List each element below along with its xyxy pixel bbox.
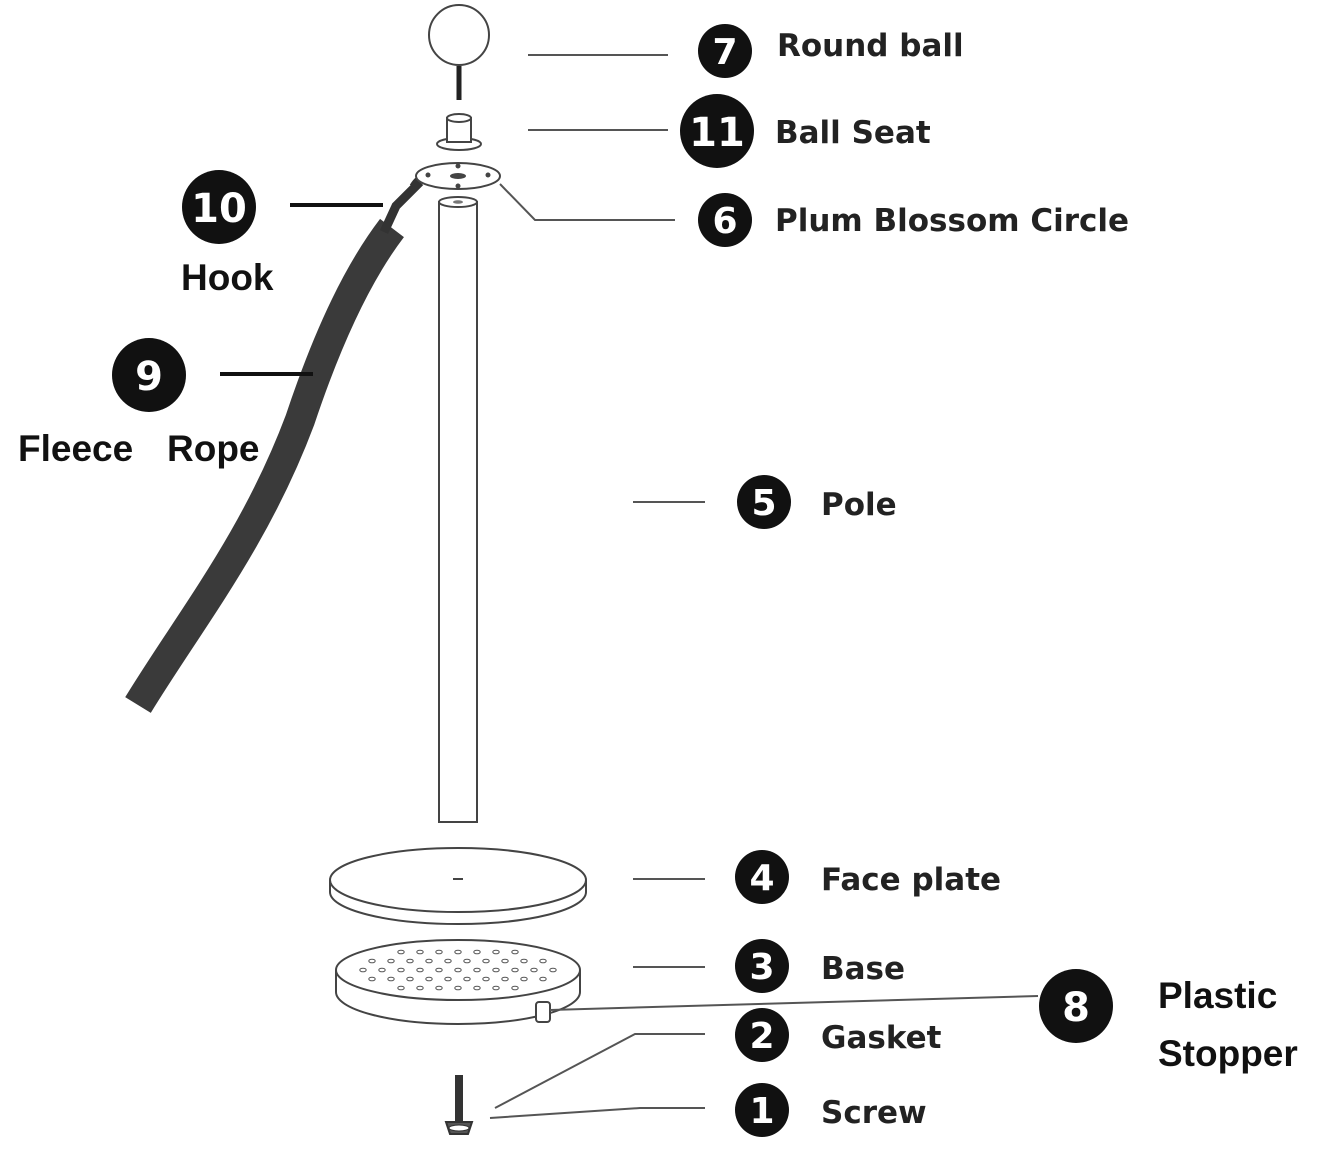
base-hole <box>520 976 528 982</box>
label-stopper: Stopper <box>1158 1033 1298 1074</box>
badge-4-number: 4 <box>749 858 774 899</box>
base-hole <box>530 967 538 973</box>
base-hole <box>482 958 490 964</box>
base-hole <box>435 949 443 955</box>
badge-10-number: 10 <box>191 186 247 232</box>
base-hole <box>492 967 500 973</box>
callout-plum-blossom-circle: 6 Plum Blossom Circle <box>698 193 1129 247</box>
face-plate-part <box>329 847 587 925</box>
badge-2-number: 2 <box>749 1016 774 1057</box>
callout-round-ball: 7 Round ball <box>698 24 964 78</box>
base-hole <box>511 985 519 991</box>
base-hole <box>473 985 481 991</box>
base-hole <box>492 985 500 991</box>
callout-face-plate: 4 Face plate <box>735 850 1001 904</box>
label-rope: Rope <box>167 428 260 469</box>
plum-blossom-circle-part <box>415 162 501 190</box>
label-gasket: Gasket <box>821 1020 942 1056</box>
base-hole <box>492 949 500 955</box>
base-hole <box>511 949 519 955</box>
base-hole <box>387 958 395 964</box>
base-hole <box>397 949 405 955</box>
label-base: Base <box>821 951 905 987</box>
label-plum-blossom-circle: Plum Blossom Circle <box>775 203 1129 239</box>
base-hole <box>501 976 509 982</box>
label-hook: Hook <box>181 257 274 298</box>
base-hole <box>444 976 452 982</box>
base-hole <box>454 949 462 955</box>
base-hole <box>397 967 405 973</box>
label-screw: Screw <box>821 1095 927 1131</box>
ball-seat-part <box>436 113 482 151</box>
base-hole <box>378 967 386 973</box>
base-hole <box>463 958 471 964</box>
badge-5-number: 5 <box>751 483 776 524</box>
base-hole <box>454 985 462 991</box>
base-hole <box>511 967 519 973</box>
base-hole <box>406 976 414 982</box>
base-hole <box>520 958 528 964</box>
callout-pole: 5 Pole <box>737 475 897 529</box>
callout-plastic-stopper: 8 Plastic Stopper <box>1039 969 1298 1074</box>
base-hole <box>416 949 424 955</box>
callout-base: 3 Base <box>735 939 905 993</box>
base-hole <box>368 958 376 964</box>
badge-9-number: 9 <box>135 354 163 400</box>
callout-fleece-rope: 9 Fleece Rope <box>18 338 260 469</box>
base-hole <box>454 967 462 973</box>
fleece-rope <box>125 218 404 713</box>
base-hole <box>473 949 481 955</box>
base-hole <box>368 976 376 982</box>
callout-screw: 1 Screw <box>735 1083 927 1137</box>
base-hole <box>444 958 452 964</box>
base-hole <box>549 967 557 973</box>
base-hole <box>425 958 433 964</box>
label-round-ball: Round ball <box>777 28 964 64</box>
round-ball-part <box>428 4 490 100</box>
base-holes <box>359 949 557 991</box>
base-part <box>335 939 581 1025</box>
base-hole <box>416 967 424 973</box>
screw-part <box>444 1075 474 1135</box>
badge-8-number: 8 <box>1062 985 1090 1031</box>
base-hole <box>539 976 547 982</box>
base-hole <box>359 967 367 973</box>
base-hole <box>406 958 414 964</box>
base-hole <box>463 976 471 982</box>
label-fleece: Fleece <box>18 428 133 469</box>
base-hole <box>501 958 509 964</box>
base-hole <box>425 976 433 982</box>
callout-gasket: 2 Gasket <box>735 1008 942 1062</box>
badge-7-number: 7 <box>712 32 737 73</box>
callout-hook: 10 Hook <box>181 170 274 298</box>
base-hole <box>397 985 405 991</box>
pole-part <box>438 196 478 823</box>
label-pole: Pole <box>821 487 897 523</box>
base-hole <box>539 958 547 964</box>
base-hole <box>435 985 443 991</box>
callout-ball-seat: 11 Ball Seat <box>680 94 931 168</box>
base-hole <box>435 967 443 973</box>
base-hole <box>387 976 395 982</box>
plastic-stopper <box>535 1001 551 1023</box>
label-ball-seat: Ball Seat <box>775 115 931 151</box>
badge-11-number: 11 <box>689 110 745 156</box>
base-hole <box>416 985 424 991</box>
label-plastic: Plastic <box>1158 975 1277 1016</box>
badge-6-number: 6 <box>712 201 737 242</box>
badge-3-number: 3 <box>749 947 774 988</box>
label-face-plate: Face plate <box>821 862 1001 898</box>
base-hole <box>473 967 481 973</box>
base-hole <box>482 976 490 982</box>
badge-1-number: 1 <box>749 1091 774 1132</box>
